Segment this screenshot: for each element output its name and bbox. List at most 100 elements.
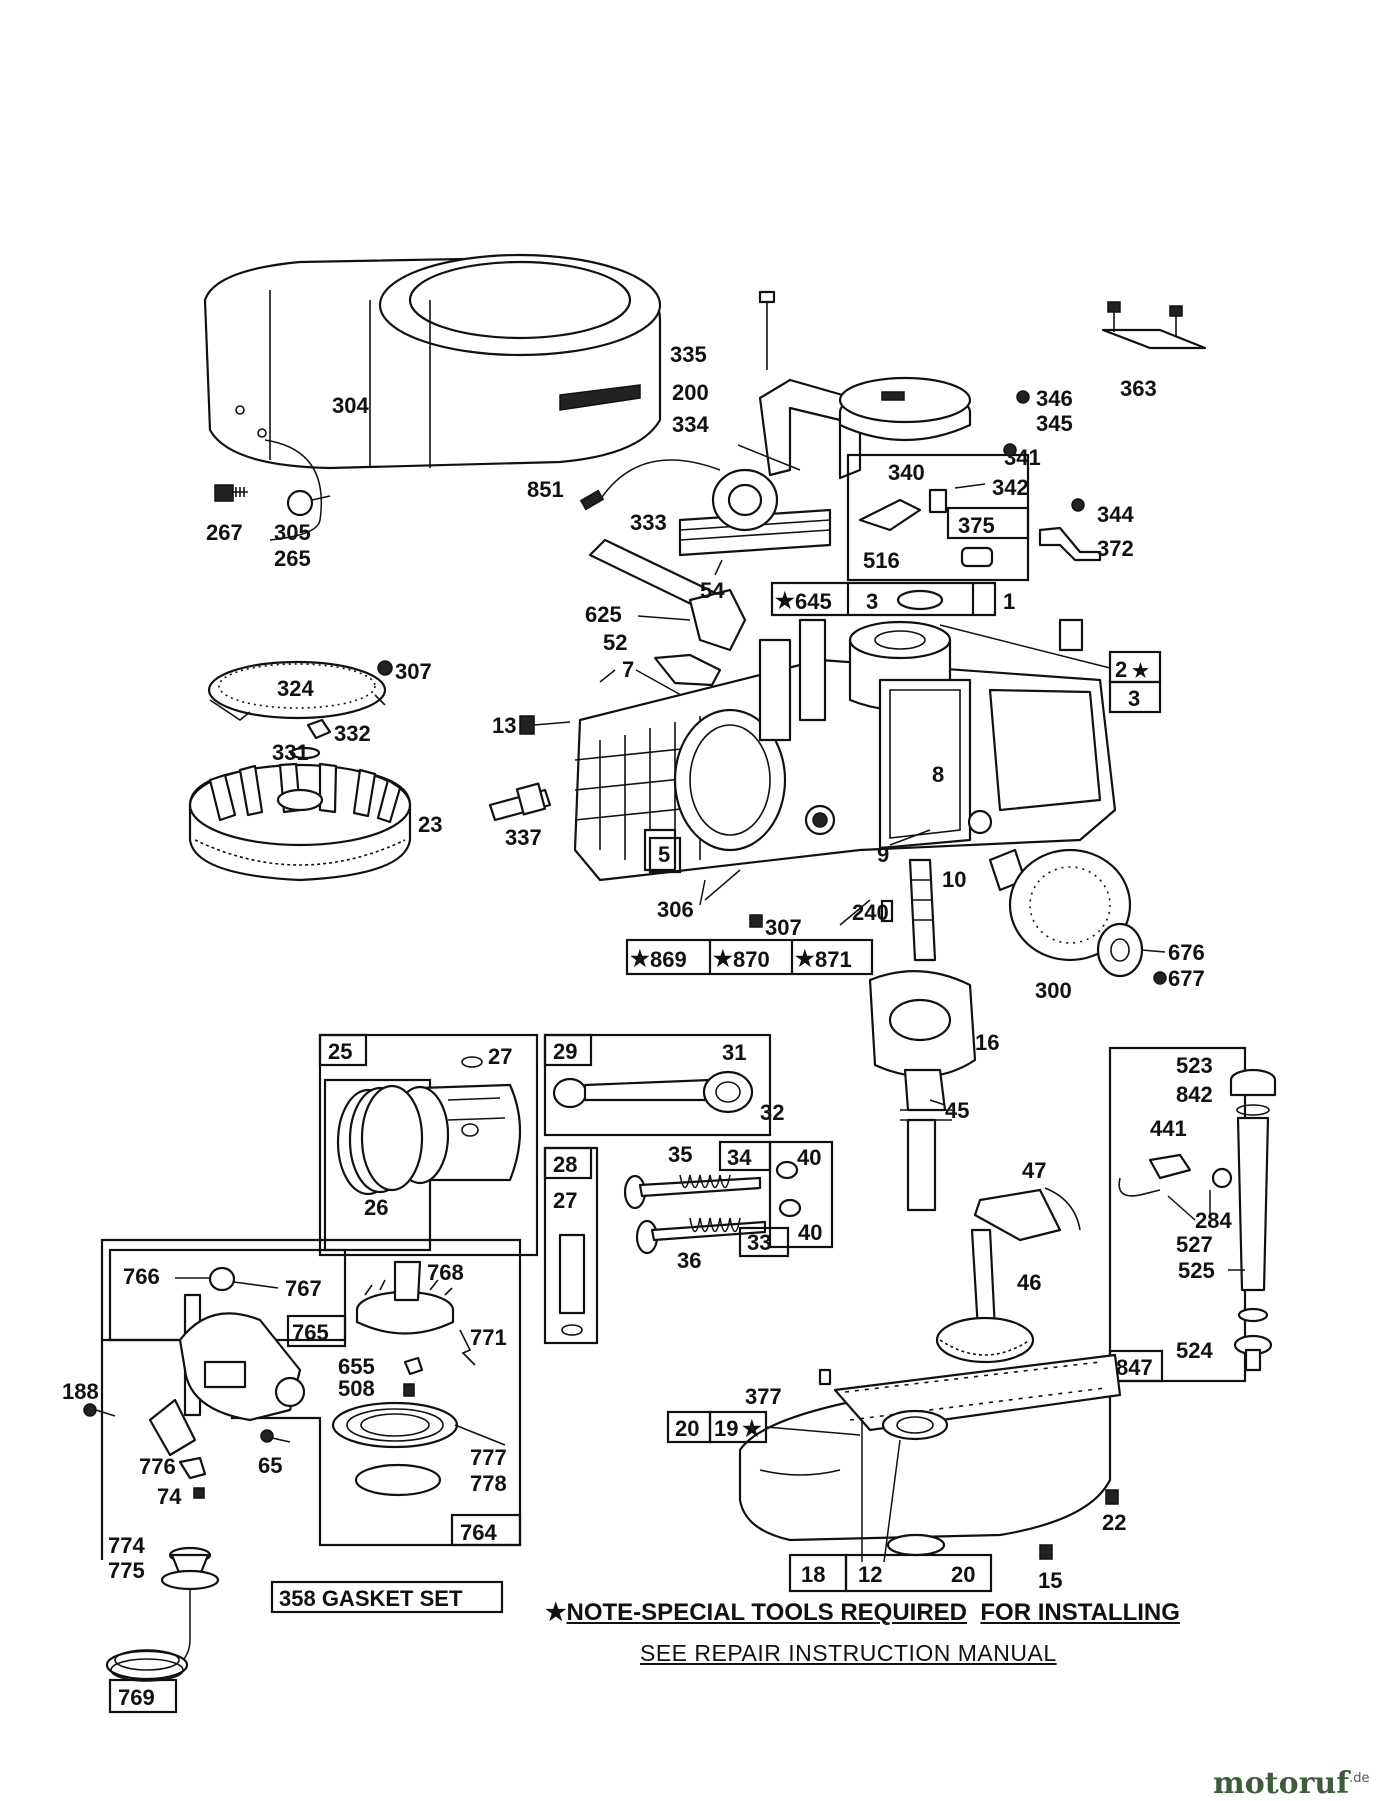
label-655: 655 [338,1354,375,1379]
label-304: 304 [332,393,369,418]
bolt-22 [1105,1489,1119,1505]
screw-344 [1071,498,1085,512]
retainer-40 [775,1160,799,1180]
label-74: 74 [157,1484,182,1509]
label-23: 23 [418,812,442,837]
terminal-342 [954,483,986,489]
label-16: 16 [975,1030,999,1055]
leader-305 [264,439,322,541]
label-523: 523 [1176,1053,1213,1078]
starter-housing [148,1293,306,1457]
label-676: 676 [1168,940,1205,965]
part-240 [880,899,894,923]
label-869: 869 [650,947,687,972]
note-line-2: SEE REPAIR INSTRUCTION MANUAL [640,1640,1057,1666]
note-text-b: FOR INSTALLING [980,1599,1180,1626]
label-18: 18 [801,1562,825,1587]
screw-188-thread [95,1409,116,1417]
leader-240 [839,899,871,926]
spring-777 [331,1401,506,1449]
note-line-1: ★NOTE-SPECIAL TOOLS REQUIRED FOR INSTALL… [545,1598,1180,1627]
box-869-870-871 [625,938,874,976]
label-12: 12 [858,1562,882,1587]
label-516: 516 [863,548,900,573]
box-28 [543,1146,593,1180]
watermark-logo: motoruf.de [1213,1766,1370,1801]
oil-fill-tube [1229,1068,1277,1372]
label-768: 768 [427,1260,464,1285]
label-28: 28 [553,1152,577,1177]
screw-267 [214,484,248,502]
screen-324 [207,660,387,721]
leader-12 [861,1420,901,1563]
label-3-top: 3 [866,589,878,614]
clip-27-bottom [561,1324,583,1336]
label-29: 29 [553,1039,577,1064]
label-525: 525 [1178,1258,1215,1283]
pawl-776 [178,1456,207,1480]
screw-335 [758,290,776,370]
leader-54 [714,559,723,576]
label-40-bottom: 40 [798,1220,822,1245]
label-375: 375 [958,513,995,538]
label-47: 47 [1022,1158,1046,1183]
label-764: 764 [460,1520,497,1545]
label-372: 372 [1097,536,1134,561]
label-188: 188 [62,1379,99,1404]
clip-372 [1038,526,1102,562]
label-871: 871 [815,947,852,972]
leader-676 [1141,949,1166,953]
label-26: 26 [364,1195,388,1220]
label-40-top: 40 [797,1145,821,1170]
label-35: 35 [668,1142,692,1167]
flywheel-23 [188,762,412,882]
gasket-52 [653,653,722,687]
leaders-oil [1167,1190,1245,1271]
label-524: 524 [1176,1338,1213,1363]
note-star: ★ [545,1599,567,1626]
washer-331 [289,746,321,760]
kit-tag-375 [946,506,1030,540]
star-645: ★ [775,588,795,613]
bracket-441 [1148,1153,1192,1180]
clip-27 [461,1056,483,1068]
label-441: 441 [1150,1116,1187,1141]
watermark-name: motoruf [1213,1766,1350,1801]
label-344: 344 [1097,502,1134,527]
label-851: 851 [527,477,564,502]
label-377: 377 [745,1384,782,1409]
screw-508 [403,1383,415,1397]
label-335: 335 [670,342,707,367]
muffler-300 [988,848,1144,978]
label-265: 265 [274,546,311,571]
box-29 [543,1033,593,1067]
part-516 [960,546,994,568]
label-46: 46 [1017,1270,1041,1295]
label-20-right: 20 [951,1562,975,1587]
screw-74 [193,1487,205,1499]
label-307-top: 307 [395,659,432,684]
label-284: 284 [1195,1208,1232,1233]
bracket-363 [1101,301,1207,350]
label-677: 677 [1168,966,1205,991]
screw-307 [749,914,763,928]
label-345: 345 [1036,411,1073,436]
label-25: 25 [328,1039,352,1064]
leader-306 [699,869,741,906]
label-13: 13 [492,713,516,738]
box-25 [318,1033,368,1067]
bolt-284 [1211,1167,1233,1189]
screw-346 [1016,390,1030,404]
label-342: 342 [992,475,1029,500]
plug-377 [818,1368,832,1386]
label-363: 363 [1120,376,1157,401]
label-776: 776 [139,1454,176,1479]
star-2: ★ [1132,661,1149,682]
label-331: 331 [272,740,309,765]
seal-3 [896,589,944,611]
label-870: 870 [733,947,770,972]
label-300: 300 [1035,978,1072,1003]
camshaft-46 [935,1228,1035,1364]
label-19: 19 [714,1416,738,1441]
